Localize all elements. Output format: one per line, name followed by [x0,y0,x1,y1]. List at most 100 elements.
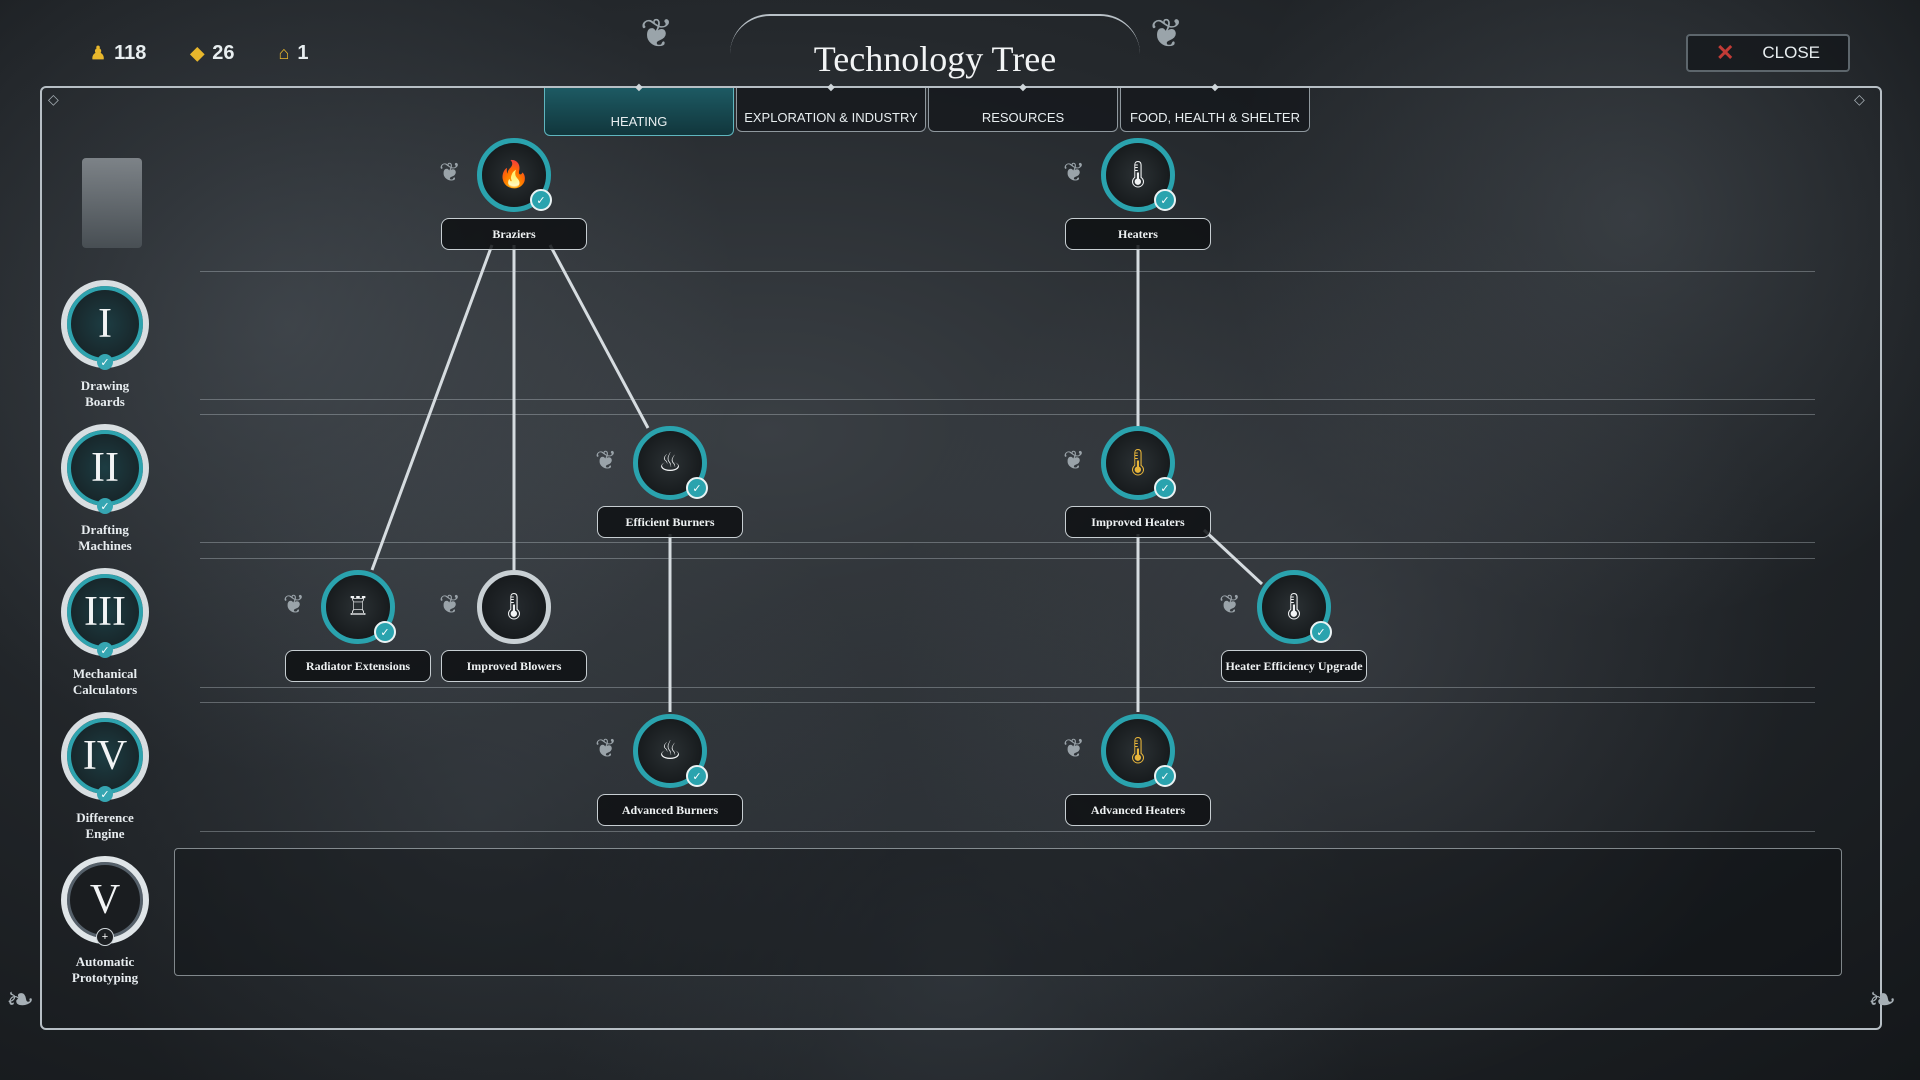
plus-icon: + [96,928,114,946]
node-label: Advanced Burners [597,794,743,826]
row-divider [200,831,1815,832]
node-icon-circle: ♖ ✓ [321,570,396,644]
node-heater-efficiency-upgrade[interactable]: ❦❦ 🌡 ✓ Heater Efficiency Upgrade [1219,570,1369,682]
era-label-line2: Prototyping [71,970,139,985]
thermometer-advanced-icon: 🌡 [1121,736,1155,765]
generator-image [82,158,142,248]
node-radiator-extensions[interactable]: ❦❦ ♖ ✓ Radiator Extensions [283,570,433,682]
tab-food-health-shelter[interactable]: FOOD, HEALTH & SHELTER [1120,88,1310,132]
era-medal: V + [61,856,149,946]
check-icon: ✓ [1310,621,1332,643]
page-title: Technology Tree [813,39,1057,79]
close-button[interactable]: ✕ CLOSE [1686,34,1850,72]
resource-materials: ◆ 26 [190,42,234,65]
materials-icon: ◆ [190,43,205,63]
node-icon-circle: 🌡 ✓ [1101,426,1176,500]
population-icon: ♟ [90,43,107,63]
node-label: Heaters [1065,218,1211,250]
thermometer-icon: 🌡 [1121,160,1155,189]
node-label: Improved Heaters [1065,506,1211,538]
era-numeral: III [84,589,126,635]
era-numeral: V [89,877,121,923]
check-icon: ✓ [686,765,708,787]
row-divider [200,558,1815,559]
core-icon: ⌂ [278,43,290,63]
row-divider [200,414,1815,415]
era-label-line2: Machines [78,538,132,553]
era-numeral: I [98,301,112,347]
check-icon: ✓ [1154,765,1176,787]
era-numeral: II [91,445,119,491]
burner-advanced-icon: ♨ [658,736,682,765]
node-label: Braziers [441,218,587,250]
era-medal: III ✓ [61,568,149,658]
check-icon: ✓ [97,354,113,370]
node-icon-circle: 🌡 ✓ [1257,570,1332,644]
node-label: Heater Efficiency Upgrade [1221,650,1367,682]
check-icon: ✓ [97,642,113,658]
row-divider [200,687,1815,688]
era-medal: IV ✓ [61,712,149,802]
node-icon-circle: 🌡 ✓ [1101,138,1176,212]
node-advanced-burners[interactable]: ❦❦ ♨ ✓ Advanced Burners [595,714,745,826]
node-heaters[interactable]: ❦❦ 🌡 ✓ Heaters [1063,138,1213,250]
tab-exploration-industry[interactable]: EXPLORATION & INDUSTRY [736,88,926,132]
materials-value: 26 [212,42,235,64]
era-medal: II ✓ [61,424,149,514]
era-label-line2: Boards [85,394,125,409]
node-improved-heaters[interactable]: ❦❦ 🌡 ✓ Improved Heaters [1063,426,1213,538]
era-label-line1: Drawing [80,378,130,393]
radiator-icon: ♖ [346,592,370,621]
check-icon: ✓ [1154,189,1176,211]
corner-ornament-bottom-right-icon: ❧ [1868,982,1897,1019]
era-label-line1: Automatic [75,954,135,969]
close-icon: ✕ [1715,40,1735,65]
population-value: 118 [114,42,147,64]
check-icon: ✓ [1154,477,1176,499]
era-label-line1: Mechanical [72,666,138,681]
title-ornament-right-icon: ❦ [1150,11,1184,56]
node-improved-blowers[interactable]: ❦❦ 🌡 Improved Blowers [439,570,589,682]
check-icon: ✓ [686,477,708,499]
node-efficient-burners[interactable]: ❦❦ ♨ ✓ Efficient Burners [595,426,745,538]
row-divider [200,702,1815,703]
burner-icon: ♨ [658,448,682,477]
check-icon: ✓ [97,498,113,514]
era-label-line2: Engine [85,826,125,841]
era-label-line1: Difference [76,810,134,825]
node-icon-circle: 🌡 [477,570,551,644]
check-icon: ✓ [97,786,113,802]
tree-frame [40,86,1882,1030]
node-braziers[interactable]: ❦❦ 🔥 ✓ Braziers [439,138,589,250]
tab-resources[interactable]: RESOURCES [928,88,1118,132]
tab-heating[interactable]: HEATING [544,88,734,136]
row-divider [200,271,1815,272]
resource-bar: ♟ 118 ◆ 26 ⌂ 1 [90,42,309,65]
row-divider [200,399,1815,400]
check-icon: ✓ [530,189,552,211]
category-tabs: HEATING EXPLORATION & INDUSTRY RESOURCES… [544,88,1312,136]
node-label: Improved Blowers [441,650,587,682]
node-advanced-heaters[interactable]: ❦❦ 🌡 ✓ Advanced Heaters [1063,714,1213,826]
brazier-icon: 🔥 [497,160,531,189]
node-label: Radiator Extensions [285,650,431,682]
era-label-line1: Drafting [81,522,129,537]
tech-info-panel [174,848,1842,976]
title-ornament-left-icon: ❦ [640,11,674,56]
resource-population: ♟ 118 [90,42,146,65]
row-divider [200,542,1815,543]
node-label: Efficient Burners [597,506,743,538]
corner-diamond-left-icon: ◇ [48,93,59,108]
cores-value: 1 [297,42,309,64]
node-icon-circle: 🌡 ✓ [1101,714,1176,788]
era-label-line2: Calculators [72,682,138,697]
